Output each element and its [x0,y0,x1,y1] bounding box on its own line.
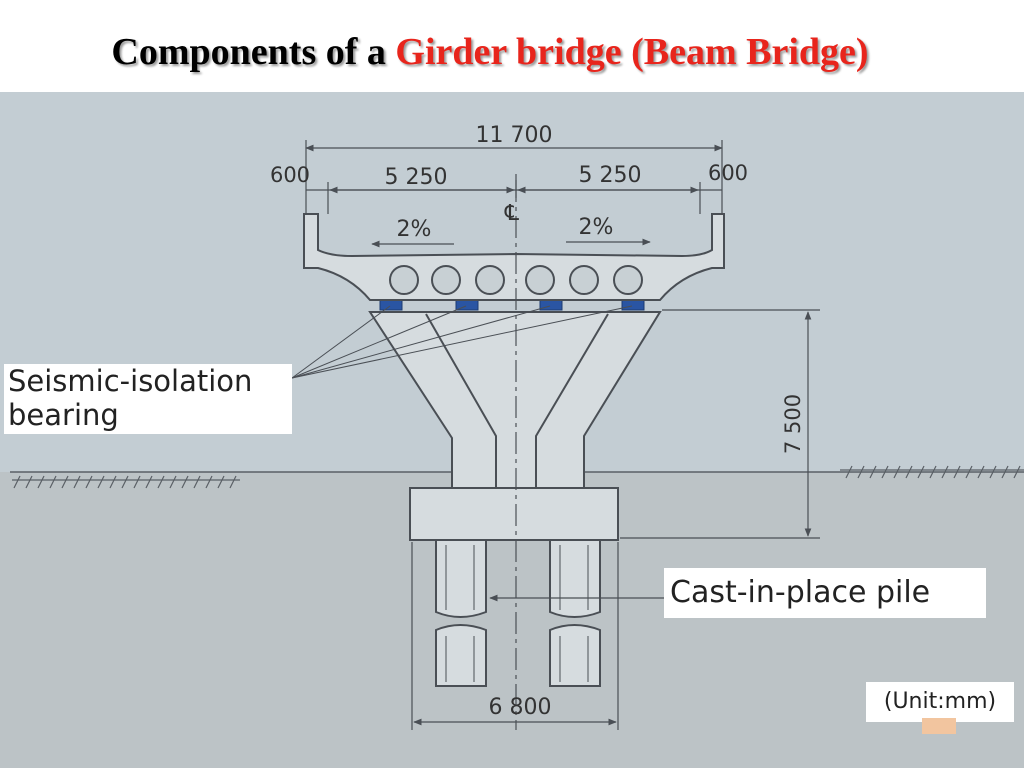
title-main: Components of a [111,31,386,73]
dim-left-lane-label: 5 250 [385,165,448,190]
dim-left-edge-label: 600 [270,163,310,187]
seismic-leader-lines [291,305,633,379]
pile-left [435,539,487,687]
dim-pile-spacing [411,542,619,730]
seismic-label-line1: Seismic-isolation [8,364,253,398]
slope-arrows [371,238,651,248]
dim-total-width-label: 11 700 [476,123,553,148]
pile-right [549,539,601,687]
ground-hatching-right [840,465,1024,479]
pier-split [425,313,609,488]
dim-pier-height [620,309,820,539]
seismic-isolation-bearing-label: Seismic-isolation bearing [4,364,292,434]
dim-right-edge-label: 600 [708,161,748,185]
page-title: Components of a Girder bridge (Beam Brid… [0,30,980,74]
dim-total-width [305,140,723,214]
slope-left-label: 2% [397,217,432,242]
deck-voids [389,265,643,295]
unit-label: (Unit:mm) [866,682,1014,722]
pier-column [368,311,662,489]
corner-mark [922,718,956,734]
bridge-drawing: 11 700 600 5 250 5 250 600 ℄ 2% 2% 7 500… [0,92,1024,768]
pile-cap [409,487,619,541]
dim-right-lane-label: 5 250 [579,163,642,188]
cast-in-place-pile-label: Cast-in-place pile [664,568,986,618]
centerline-symbol: ℄ [504,201,520,226]
dim-pile-spacing-label: 6 800 [489,695,552,720]
slope-right-label: 2% [579,215,614,240]
dim-segments [306,174,722,214]
dim-pier-height-label: 7 500 [781,394,805,454]
ground-hatching-left [12,475,240,489]
seismic-label-line2: bearing [8,398,119,432]
title-highlight: Girder bridge (Beam Bridge) [395,31,869,73]
